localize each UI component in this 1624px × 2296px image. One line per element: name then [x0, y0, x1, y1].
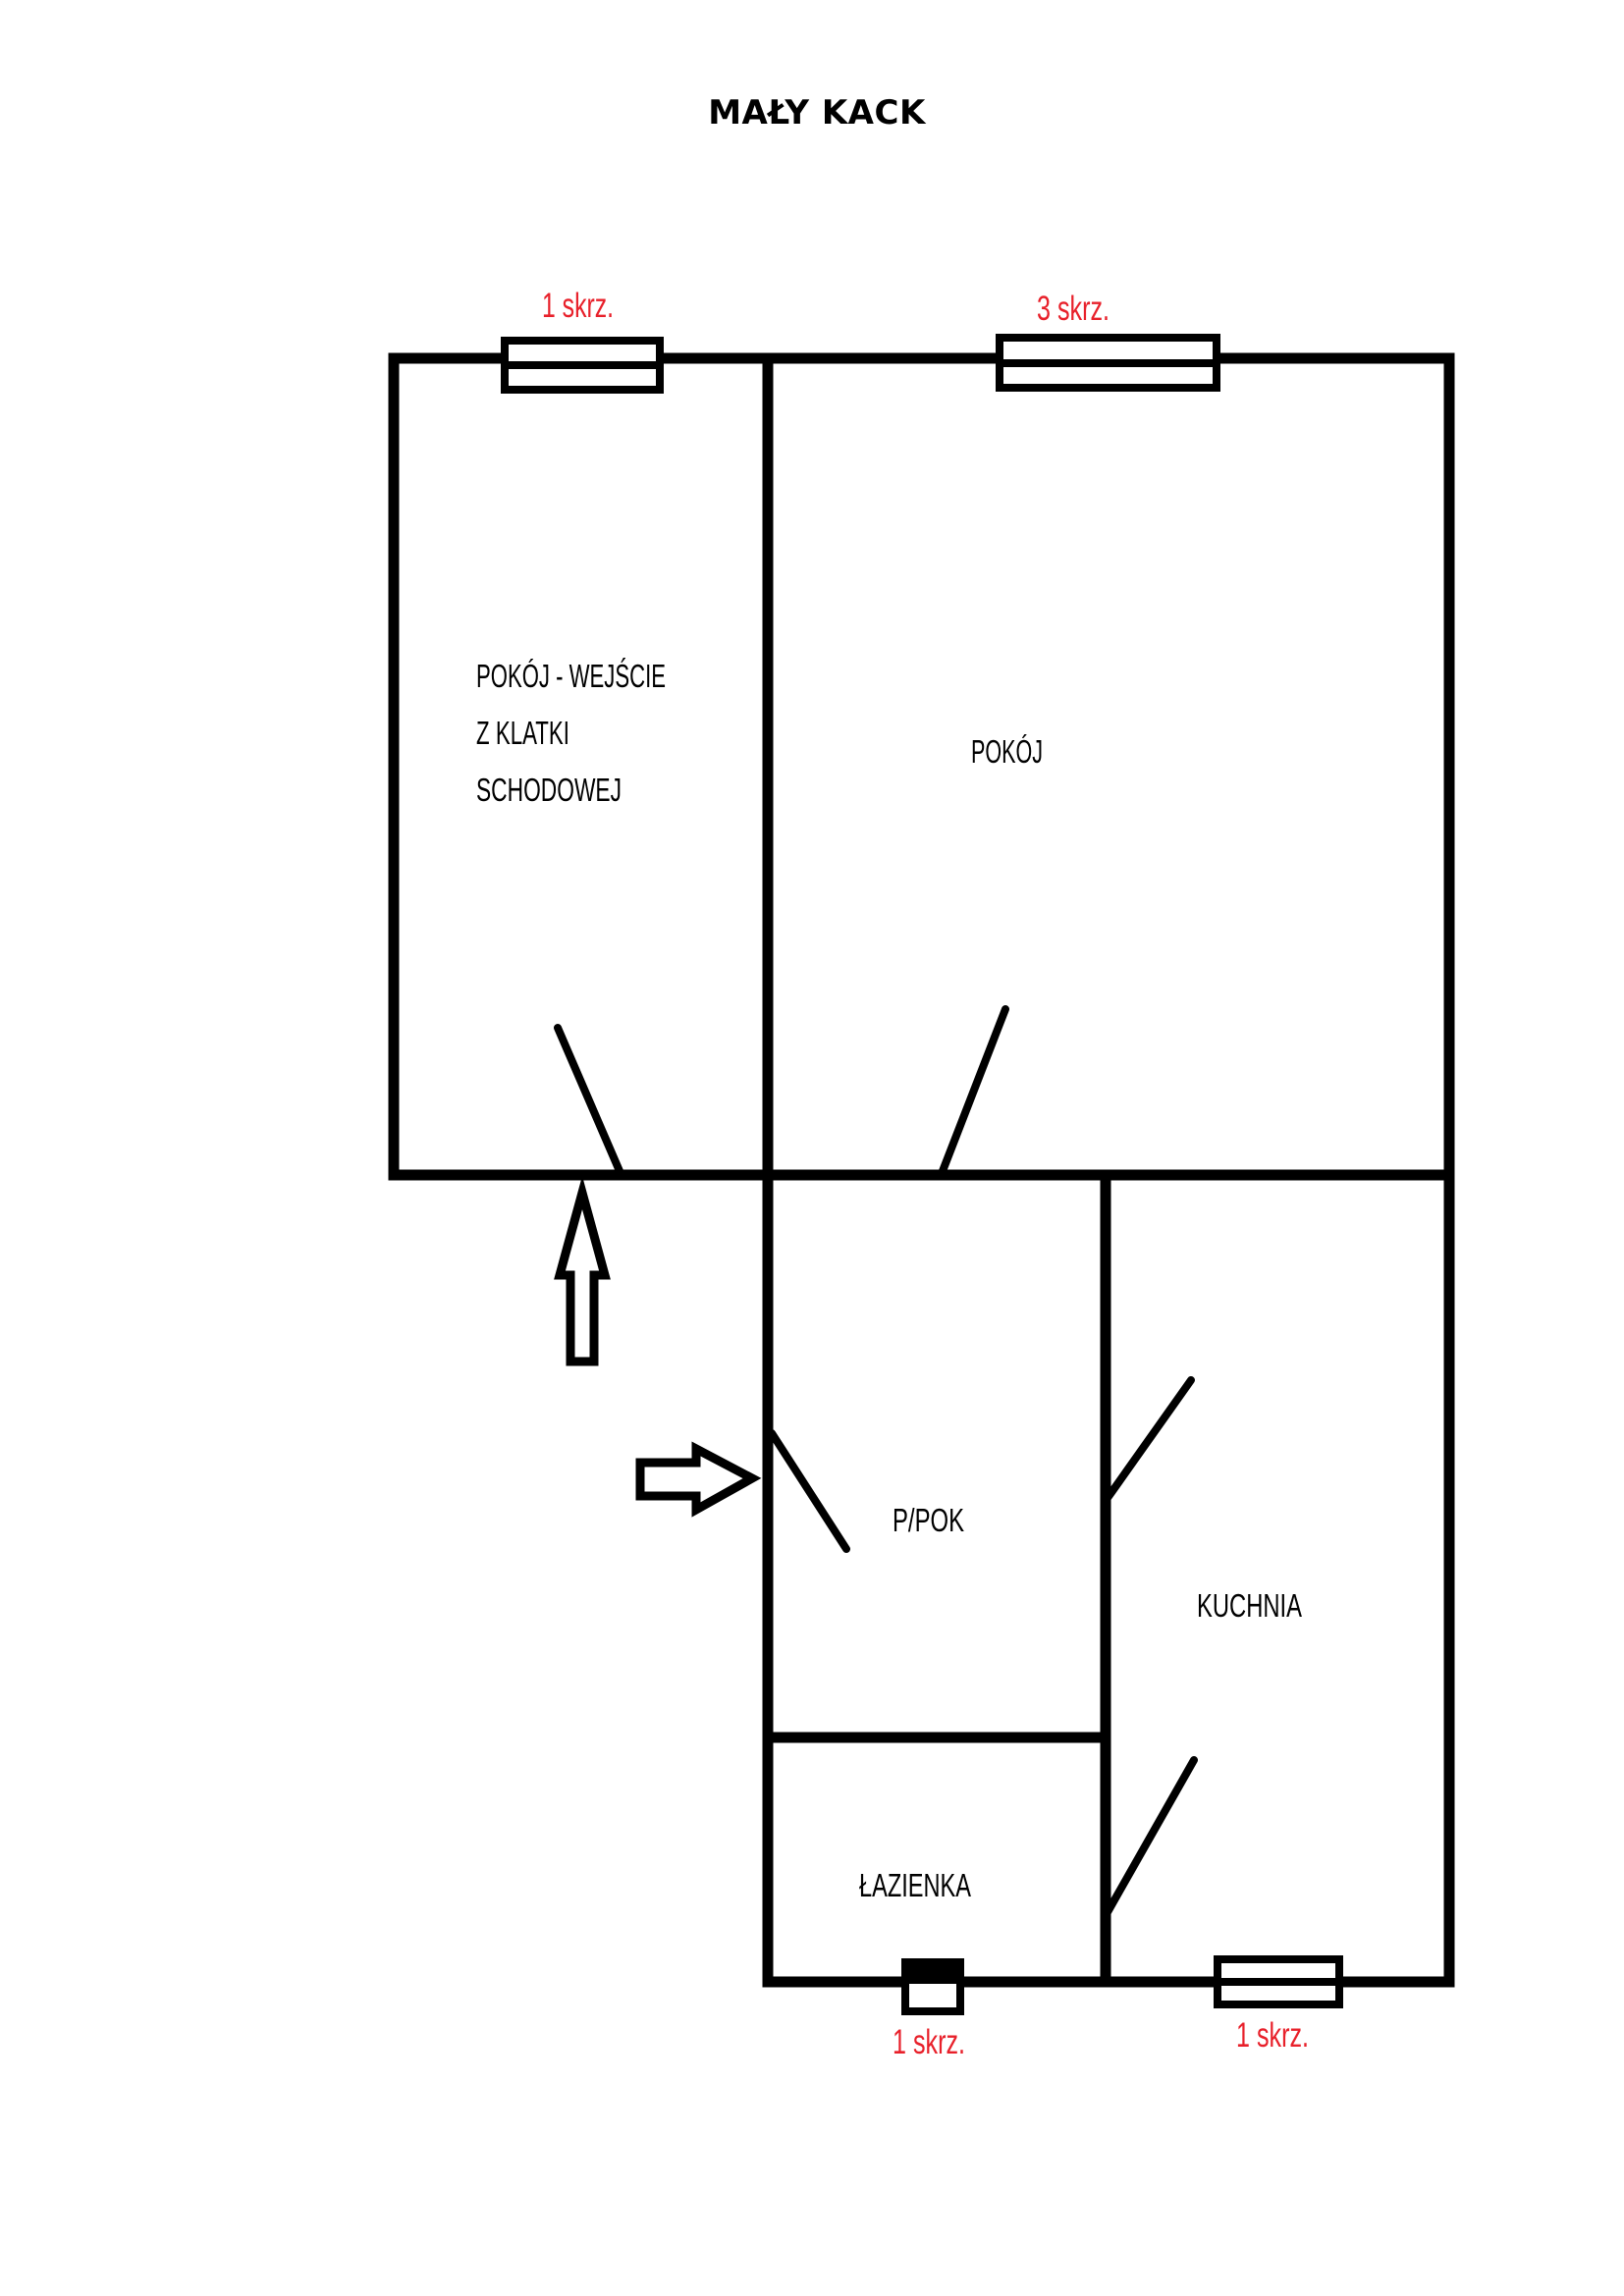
window-label-entry-room: 1 skrz. [542, 287, 614, 325]
room-label-bathroom: ŁAZIENKA [859, 1867, 971, 1903]
arrow-right-icon [635, 1441, 762, 1518]
room-label-room: POKÓJ [971, 733, 1043, 770]
room-labels: POKÓJ - WEJŚCIE Z KLATKI SCHODOWEJ POKÓJ… [476, 657, 1302, 1903]
window-bathroom [901, 1958, 964, 2015]
plan-title: MAŁY KACK [708, 93, 926, 133]
window-kitchen [1214, 1955, 1343, 2008]
window-label-room: 3 skrz. [1037, 290, 1110, 328]
walls [388, 352, 1455, 1988]
door-hallway [768, 1429, 850, 1553]
door-room [939, 1005, 1009, 1175]
window-label-bathroom: 1 skrz. [893, 2023, 965, 2061]
room-label-kitchen: KUCHNIA [1197, 1587, 1302, 1624]
room-label-entry-line-2: Z KLATKI [476, 715, 569, 751]
window-entry-room [501, 337, 664, 394]
room-label-entry-line-3: SCHODOWEJ [476, 772, 622, 808]
window-label-kitchen: 1 skrz. [1236, 2016, 1309, 2055]
window-labels: 1 skrz. 3 skrz. 1 skrz. 1 skrz. [542, 287, 1309, 2061]
door-kitchen-lower [1104, 1756, 1198, 1916]
door-entry-room [554, 1024, 623, 1175]
room-label-entry-line-1: POKÓJ - WEJŚCIE [476, 657, 666, 694]
doors [554, 1005, 1198, 1916]
windows [501, 334, 1343, 2015]
window-room [996, 334, 1220, 392]
room-label-hallway: P/POK [893, 1502, 964, 1538]
entrance-arrows [554, 1175, 762, 1518]
arrow-up-icon [554, 1175, 611, 1366]
door-kitchen-upper [1104, 1376, 1195, 1502]
